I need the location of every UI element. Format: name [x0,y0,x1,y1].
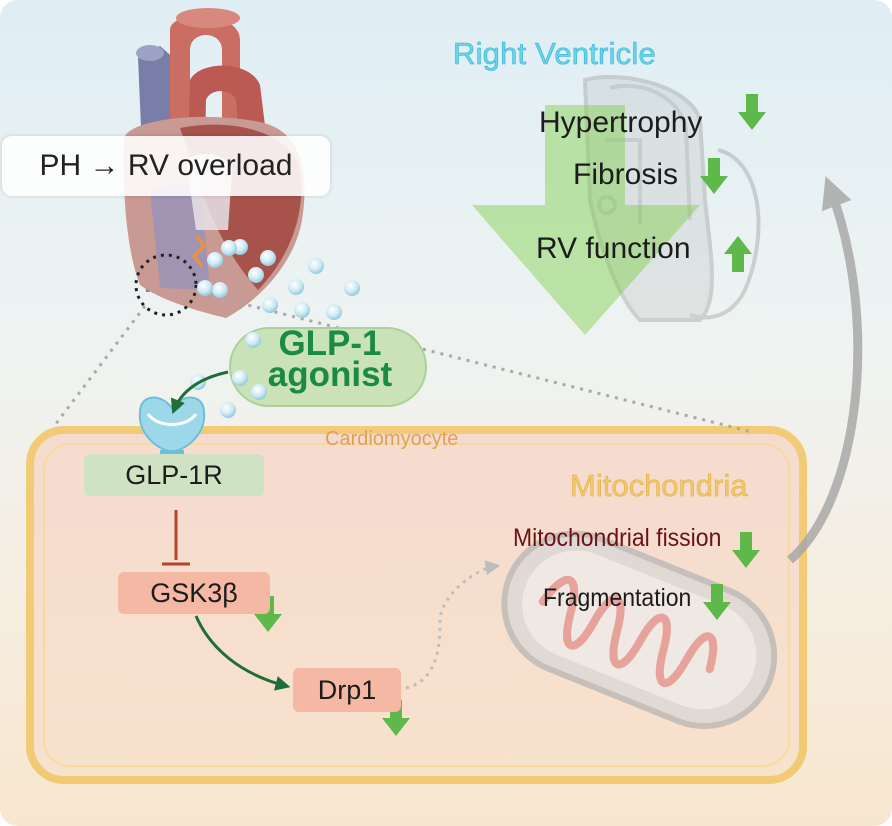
glp1-agonist-pill [229,327,427,407]
rv-big-down-arrow [472,105,700,335]
fragmentation-down-icon [703,584,731,620]
mito-fission-label: Mitochondrial fission [513,524,722,552]
right-ventricle-title: Right Ventricle [453,36,656,72]
glp1-agonist-line1: GLP-1 [278,324,382,363]
mitochondria-title: Mitochondria [570,468,748,504]
effect-arrows [254,94,766,736]
drp1-label: Drp1 [317,675,377,705]
drp1-mito-arrow [405,560,501,690]
ph-overload-label: PH → RV overload [39,149,293,182]
glp1-agonist-line2: agonist [267,355,393,394]
gsk3b-label: GSK3β [150,578,238,608]
hypertrophy-label: Hypertrophy [539,106,703,139]
cardiomyocyte-label: Cardiomyocyte [325,428,459,450]
drp1-down-icon [382,700,410,736]
glp1-molecules [190,239,360,418]
fibrosis-label: Fibrosis [573,158,679,191]
glp1-agonist-label: GLP-1 agonist [240,324,420,394]
mito-to-rv-arrow [787,176,863,564]
fibrosis-down-icon [700,158,728,194]
gsk3b-box: GSK3β [118,572,270,614]
hypertrophy-down-icon [738,94,766,130]
fragmentation-label: Fragmentation [543,584,692,612]
glp1r-label: GLP-1R [125,460,223,490]
ph-overload-box: PH → RV overload [2,136,330,196]
rv-function-up-icon [724,236,752,272]
fission-down-icon [732,532,760,568]
gsk3b-down-icon [254,596,282,632]
zoom-circle [134,253,198,317]
drp1-box: Drp1 [293,668,401,712]
rv-function-label: RV function [536,232,691,265]
right-ventricle-outline [582,75,761,322]
gsk-drp1-arrow [194,615,291,691]
glp1r-box: GLP-1R [84,454,264,496]
mitochondrion-icon [501,530,778,730]
